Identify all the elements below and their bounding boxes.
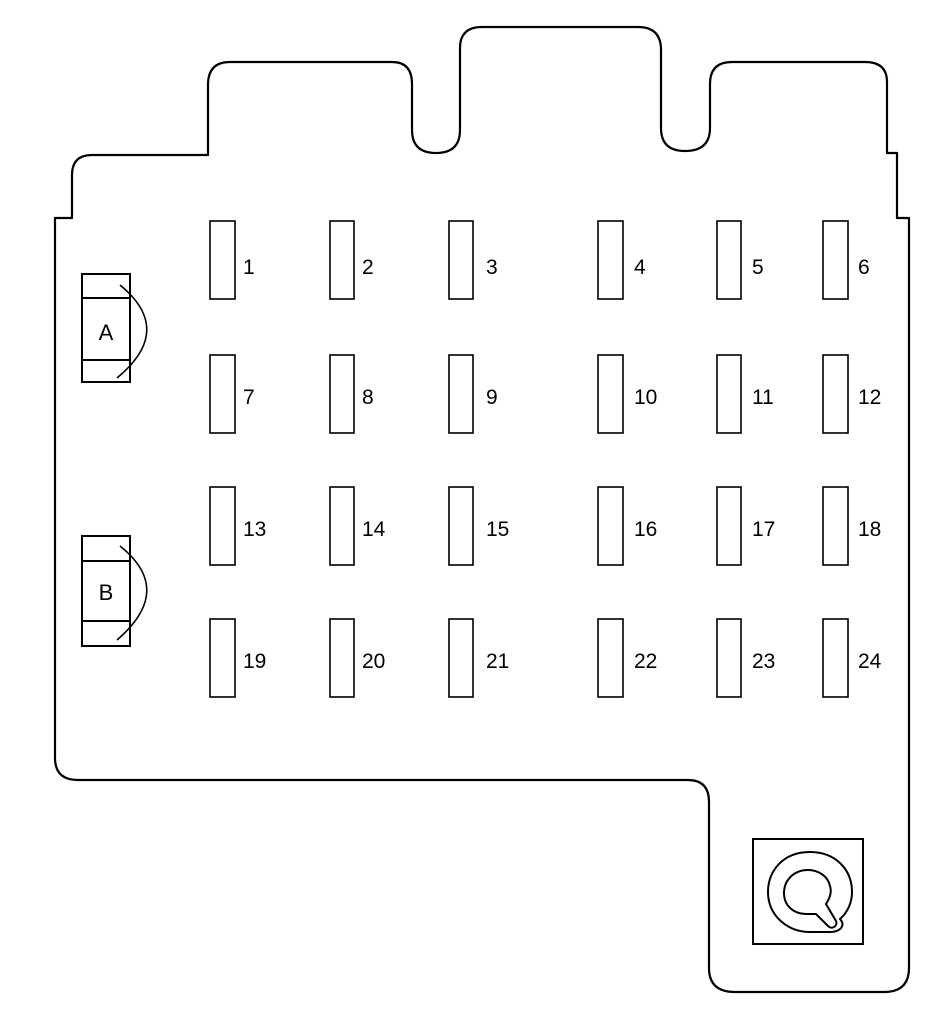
fuse-13[interactable]: 13	[209, 486, 266, 566]
fuse-8[interactable]: 8	[329, 354, 374, 434]
fuse-4[interactable]: 4	[597, 220, 646, 300]
fuse-11-label: 11	[752, 386, 774, 409]
fuse-22-label: 22	[634, 650, 657, 673]
fuse-15[interactable]: 15	[448, 486, 509, 566]
fuse-16[interactable]: 16	[597, 486, 657, 566]
fuse-7-label: 7	[243, 386, 255, 409]
fuse-20[interactable]: 20	[329, 618, 385, 698]
fuse-7[interactable]: 7	[209, 354, 255, 434]
relay-b[interactable]: B	[81, 535, 148, 647]
fuse-1-label: 1	[243, 256, 255, 279]
fuse-21-label: 21	[486, 650, 509, 673]
fuse-18-label: 18	[858, 518, 881, 541]
fuse-block-outline	[53, 25, 911, 994]
fuse-10-label: 10	[634, 386, 657, 409]
fuse-17-label: 17	[752, 518, 775, 541]
fuse-8-label: 8	[362, 386, 374, 409]
fuse-22[interactable]: 22	[597, 618, 657, 698]
fuse-2-label: 2	[362, 256, 374, 279]
fuse-19-label: 19	[243, 650, 266, 673]
fuse-18[interactable]: 18	[822, 486, 881, 566]
fuse-16-label: 16	[634, 518, 657, 541]
fuse-19[interactable]: 19	[209, 618, 266, 698]
fuse-5-label: 5	[752, 256, 764, 279]
fuse-5[interactable]: 5	[716, 220, 764, 300]
fuse-23-label: 23	[752, 650, 775, 673]
relay-b-label: B	[99, 580, 114, 605]
fuse-6[interactable]: 6	[822, 220, 870, 300]
fuse-14-label: 14	[362, 518, 386, 541]
fuse-puller-icon	[766, 850, 854, 933]
relay-a-label: A	[99, 320, 114, 345]
fuse-4-label: 4	[634, 256, 646, 279]
fuse-17[interactable]: 17	[716, 486, 775, 566]
fuse-9[interactable]: 9	[448, 354, 498, 434]
relay-a[interactable]: A	[81, 273, 148, 383]
fuse-13-label: 13	[243, 518, 266, 541]
fuse-6-label: 6	[858, 256, 870, 279]
fuse-20-label: 20	[362, 650, 385, 673]
fuse-24-label: 24	[858, 650, 882, 673]
fuse-9-label: 9	[486, 386, 498, 409]
fuse-14[interactable]: 14	[329, 486, 386, 566]
fuse-2[interactable]: 2	[329, 220, 374, 300]
fuse-3-label: 3	[486, 256, 498, 279]
fuse-15-label: 15	[486, 518, 509, 541]
fuse-21[interactable]: 21	[448, 618, 509, 698]
fuse-11[interactable]: 11	[716, 354, 774, 434]
fuse-10[interactable]: 10	[597, 354, 657, 434]
fuse-12-label: 12	[858, 386, 881, 409]
fuse-puller[interactable]	[752, 838, 864, 945]
fuse-12[interactable]: 12	[822, 354, 881, 434]
fuse-23[interactable]: 23	[716, 618, 775, 698]
fuse-3[interactable]: 3	[448, 220, 498, 300]
fuse-1[interactable]: 1	[209, 220, 255, 300]
fuse-24[interactable]: 24	[822, 618, 882, 698]
